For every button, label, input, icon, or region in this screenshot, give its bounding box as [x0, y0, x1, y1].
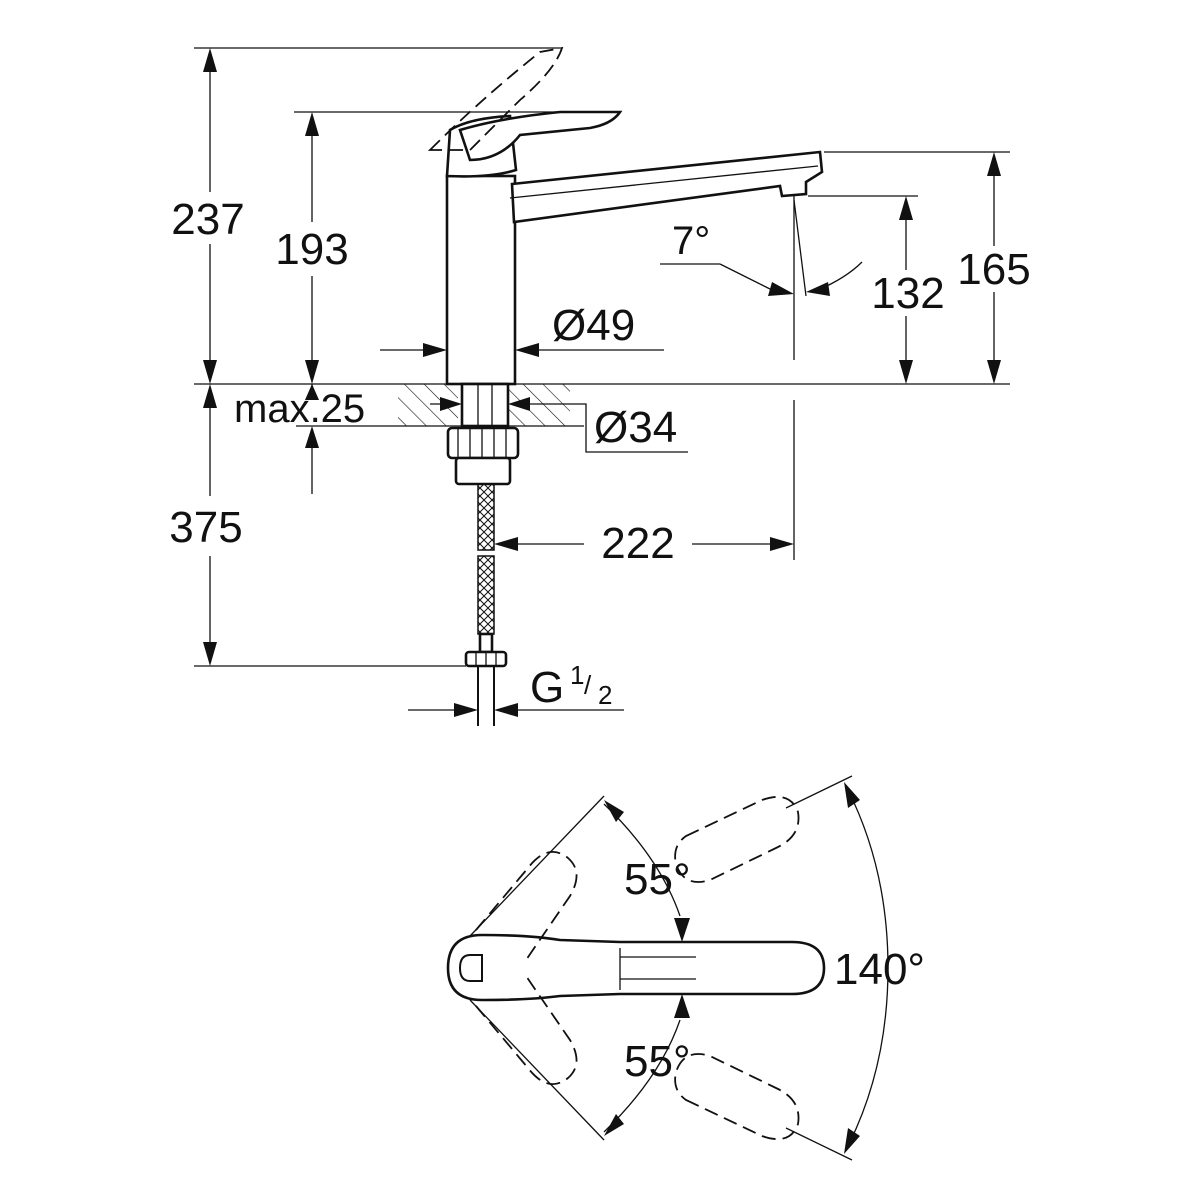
supply-hose — [464, 483, 508, 726]
spout-height-label: 165 — [957, 245, 1030, 294]
top-view: 55° 55° 140° — [446, 775, 925, 1161]
dimension-spout-angle: 7° — [660, 199, 863, 297]
lower-angle-label: 55° — [624, 1037, 691, 1086]
extension-lines — [194, 47, 1010, 667]
angle-guide-lines — [469, 775, 853, 1161]
lever-center-position — [446, 933, 826, 1002]
body-height-label: 193 — [275, 225, 348, 274]
connection-prefix: G — [530, 663, 564, 712]
spout-reach-label: 222 — [601, 519, 674, 568]
spout-angle-label: 7° — [672, 219, 710, 263]
dimension-132: 132 — [871, 196, 945, 384]
upper-angle-label: 55° — [624, 855, 691, 904]
dimension-237: 237 — [171, 48, 245, 384]
hole-diameter-label: Ø34 — [594, 403, 677, 452]
connection-fraction-den: 2 — [598, 680, 612, 710]
max-thickness-label: max.25 — [234, 387, 365, 431]
connection-fraction-sep: / — [584, 670, 592, 700]
dimension-193: 193 — [275, 112, 349, 384]
body-diameter-label: Ø49 — [552, 301, 635, 350]
side-view: 237 193 165 132 — [169, 46, 1031, 726]
lever-dashed-positions — [475, 796, 800, 1140]
connection-fraction-num: 1 — [570, 660, 584, 690]
dimension-375: 375 — [169, 384, 243, 666]
dimension-165: 165 — [957, 152, 1031, 384]
total-height-label: 237 — [171, 195, 244, 244]
dimension-222: 222 — [494, 519, 794, 568]
mounting-assembly — [446, 382, 520, 486]
total-angle-label: 140° — [834, 945, 925, 994]
angle-55-lower: 55° — [603, 994, 691, 1136]
dimension-max25: max.25 — [234, 384, 365, 494]
angle-55-upper: 55° — [603, 800, 691, 942]
connection-thread-label: G — [530, 663, 564, 712]
dimension-d34: Ø34 — [430, 397, 688, 453]
outlet-height-label: 132 — [871, 269, 944, 318]
dimension-d49: Ø49 — [380, 301, 664, 357]
dimension-connection: G 1 / 2 — [408, 660, 624, 717]
angle-140: 140° — [834, 782, 925, 1154]
hose-length-label: 375 — [169, 503, 242, 552]
